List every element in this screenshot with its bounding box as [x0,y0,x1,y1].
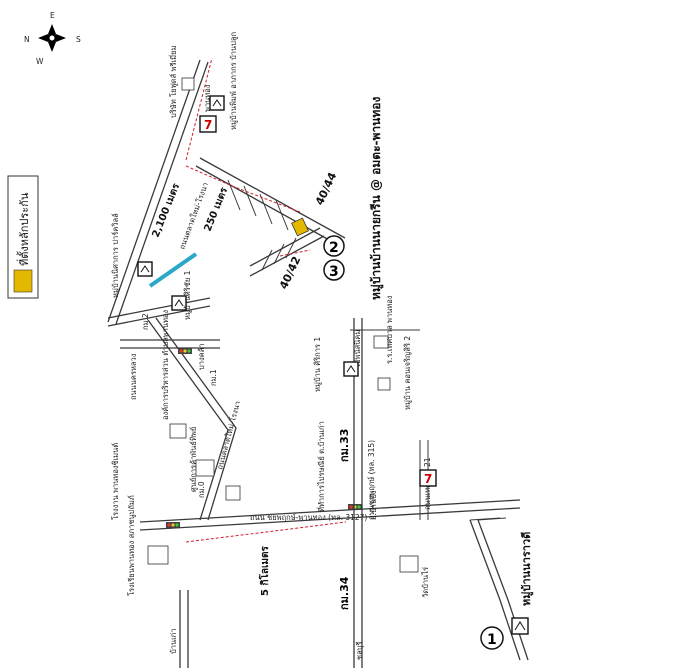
legend-label: ที่ตั้งหลักประกัน [16,192,31,266]
cyan-segment [148,252,198,288]
landmark-sayam: บริษัท โยฟูดส์ พรีเมี่ยม [168,46,178,119]
distance-5km: 5 กิโลเมตร [258,546,271,596]
store-logo-icon: 7 [419,469,437,487]
village-icon [511,617,529,635]
svg-text:7: 7 [204,118,212,132]
village-narawadee-label: หมู่บ้านนาราวดี [520,532,534,606]
compass-w: W [36,57,44,66]
road-thanon-1: ถนนนครหลวง [129,353,138,400]
svg-text:2: 2 [329,240,339,256]
traffic-light-icon [166,522,180,528]
landmark-office: องค์การบริหารส่วน ตำบลพานทอง [161,310,170,420]
village-icon [209,95,225,111]
landmark-village-sirichai: หมู่บ้านศิริชัย 1 [183,270,192,320]
village-main-label: หมู่บ้านบ้านนายกรีน @ อมตะ-พานทอง [369,97,384,300]
km2-label: กม.2 [141,313,150,330]
marker-1: 1 [480,626,504,650]
traffic-light-icon [178,348,192,354]
village-icon [171,295,187,311]
road-chaiyaphruek-main: ถนน ชยพฤกษ์-พานทอง (ทล. 3127) [250,513,367,522]
svg-text:1: 1 [487,632,497,648]
village-icon [137,261,153,277]
landmark-village-charoen: หมู่บ้าน คอนเจริญสิริ 2 [403,336,412,410]
road-chaiyaphruek-315: ถนนชยพฤกษ์ (ทล. 315) [367,440,376,520]
legend: ที่ตั้งหลักประกัน [7,175,39,299]
compass-icon [38,24,66,52]
compass-n: N [24,35,30,44]
to-chonburi: ชลบุรี [355,642,364,660]
store-logo-icon: 7 [199,115,217,133]
km34-label: กม.34 [338,576,351,610]
plot-label-1: 40/44 [313,170,340,207]
to-bangkhla: บ้านเก่า [169,629,178,654]
marker-2: 2 [323,235,345,257]
to-khokkham: ไปพนัสนิคม [353,330,362,369]
landmark-mall: ศูนย์การค้าพันธ์ทิพย์ [189,427,198,492]
compass-e: E [50,11,55,20]
road-lat-yao-mai: ถนนตลาดใหม่-โรงนา [177,181,210,250]
to-khokkham-2: บางคล้า [197,344,206,370]
km33-label: กม.33 [338,429,351,462]
landmark-village-thankasem: หมู่บ้านนิศาการ ปาร์ควิลล์ [111,213,120,298]
landmark-factory: โรงงาน พานทองซิเมนต์ [111,443,120,520]
landmark-village-food: หมู่บ้านพิมพ์ อาภากร บ้านปลูก [229,32,238,130]
to-ban-bueng: อ.บ้านบึง [369,490,378,520]
target-plot [291,217,309,237]
landmark-village-pluem: หมู่บ้าน ศิริการ 1 [313,337,322,392]
landmark-temple: วัดบ้านไร่ [421,567,430,598]
marker-3: 3 [323,259,345,281]
km1-label: กม.1 [209,369,218,386]
landmark-post: ที่ทำการไปรษณีย์ ต.บ้านเก่า [316,421,326,512]
legend-swatch [13,269,33,293]
landmark-school2: ร.ร.เทศบาล พานทอง [385,295,394,364]
svg-text:3: 3 [329,264,339,280]
to-panthong: พานทอง [203,84,212,112]
compass-s: S [76,35,81,44]
km0-label: กม.0 [197,481,206,498]
landmark-school: โรงเรียนพานทอง สภาชนูปถัมภ์ [127,495,136,596]
svg-text:7: 7 [424,472,432,486]
village-icon [343,361,359,377]
building-icon [147,77,419,573]
